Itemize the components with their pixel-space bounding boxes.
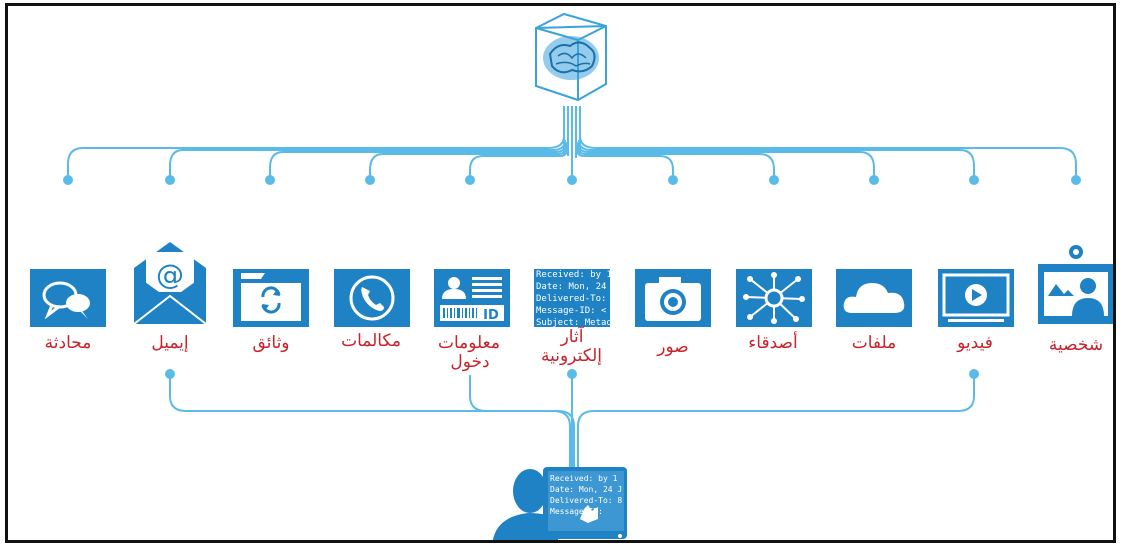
label-video: فيديو xyxy=(957,333,993,353)
label-login: معلومات دخول xyxy=(437,333,500,372)
tile-video xyxy=(938,269,1014,327)
envelope-at-icon: @ xyxy=(133,242,207,325)
tile-calls xyxy=(334,269,410,327)
label-friends: أصدقاء xyxy=(748,333,798,353)
email-header-icon: Received: by 1 Date: Mon, 24 J Delivered… xyxy=(534,269,610,327)
connector-lines xyxy=(63,12,1081,476)
tile-photos xyxy=(635,269,711,327)
phone-icon xyxy=(349,275,395,321)
cloud-icon xyxy=(843,283,905,313)
svg-text:@: @ xyxy=(156,258,184,291)
chat-bubbles-icon xyxy=(42,281,90,320)
header-line: Subject: Metad xyxy=(536,318,610,327)
person-with-tablet-icon: Received: by 1 Date: Mon, 24 J Delivered… xyxy=(488,461,628,540)
brain-cube-icon xyxy=(535,12,607,102)
label-email: إيميل xyxy=(151,333,189,353)
tablet-header-line: Received: by 1 xyxy=(550,474,618,483)
header-line: Delivered-To: 8 xyxy=(536,294,610,304)
header-line: Date: Mon, 24 J xyxy=(536,282,610,292)
label-calls: مكالمات xyxy=(341,331,401,351)
tile-conversation xyxy=(30,269,106,327)
label-traces: آثار إلكترونية xyxy=(541,327,602,366)
tile-files xyxy=(836,269,912,327)
id-card-icon: ID xyxy=(440,277,504,323)
tile-friends xyxy=(736,269,812,327)
tile-email: @ xyxy=(132,238,208,327)
folder-sync-icon xyxy=(241,273,301,321)
label-documents: وثائق xyxy=(252,333,290,353)
label-personal: شخصية xyxy=(1048,335,1104,355)
label-files: ملفات xyxy=(851,333,897,353)
header-line: Received: by 1 xyxy=(536,270,610,280)
tile-personal xyxy=(1038,244,1113,327)
diagram-frame: @ xyxy=(5,3,1116,543)
profile-photo-icon xyxy=(1038,245,1113,324)
tablet-header-line: Delivered-To: 8 xyxy=(550,496,623,505)
header-line: Message-ID: < xyxy=(536,306,607,316)
camera-icon xyxy=(645,277,701,321)
tablet-header-line: Date: Mon, 24 J xyxy=(550,485,623,494)
video-play-icon xyxy=(942,273,1010,322)
tablet-header-line: Message-ID: xyxy=(550,507,603,516)
svg-text:ID: ID xyxy=(483,308,499,323)
tile-documents xyxy=(233,269,309,327)
label-conversation: محادثة xyxy=(44,333,92,353)
label-photos: صور xyxy=(657,337,689,357)
tile-login: ID xyxy=(434,269,510,327)
network-icon xyxy=(743,272,805,324)
